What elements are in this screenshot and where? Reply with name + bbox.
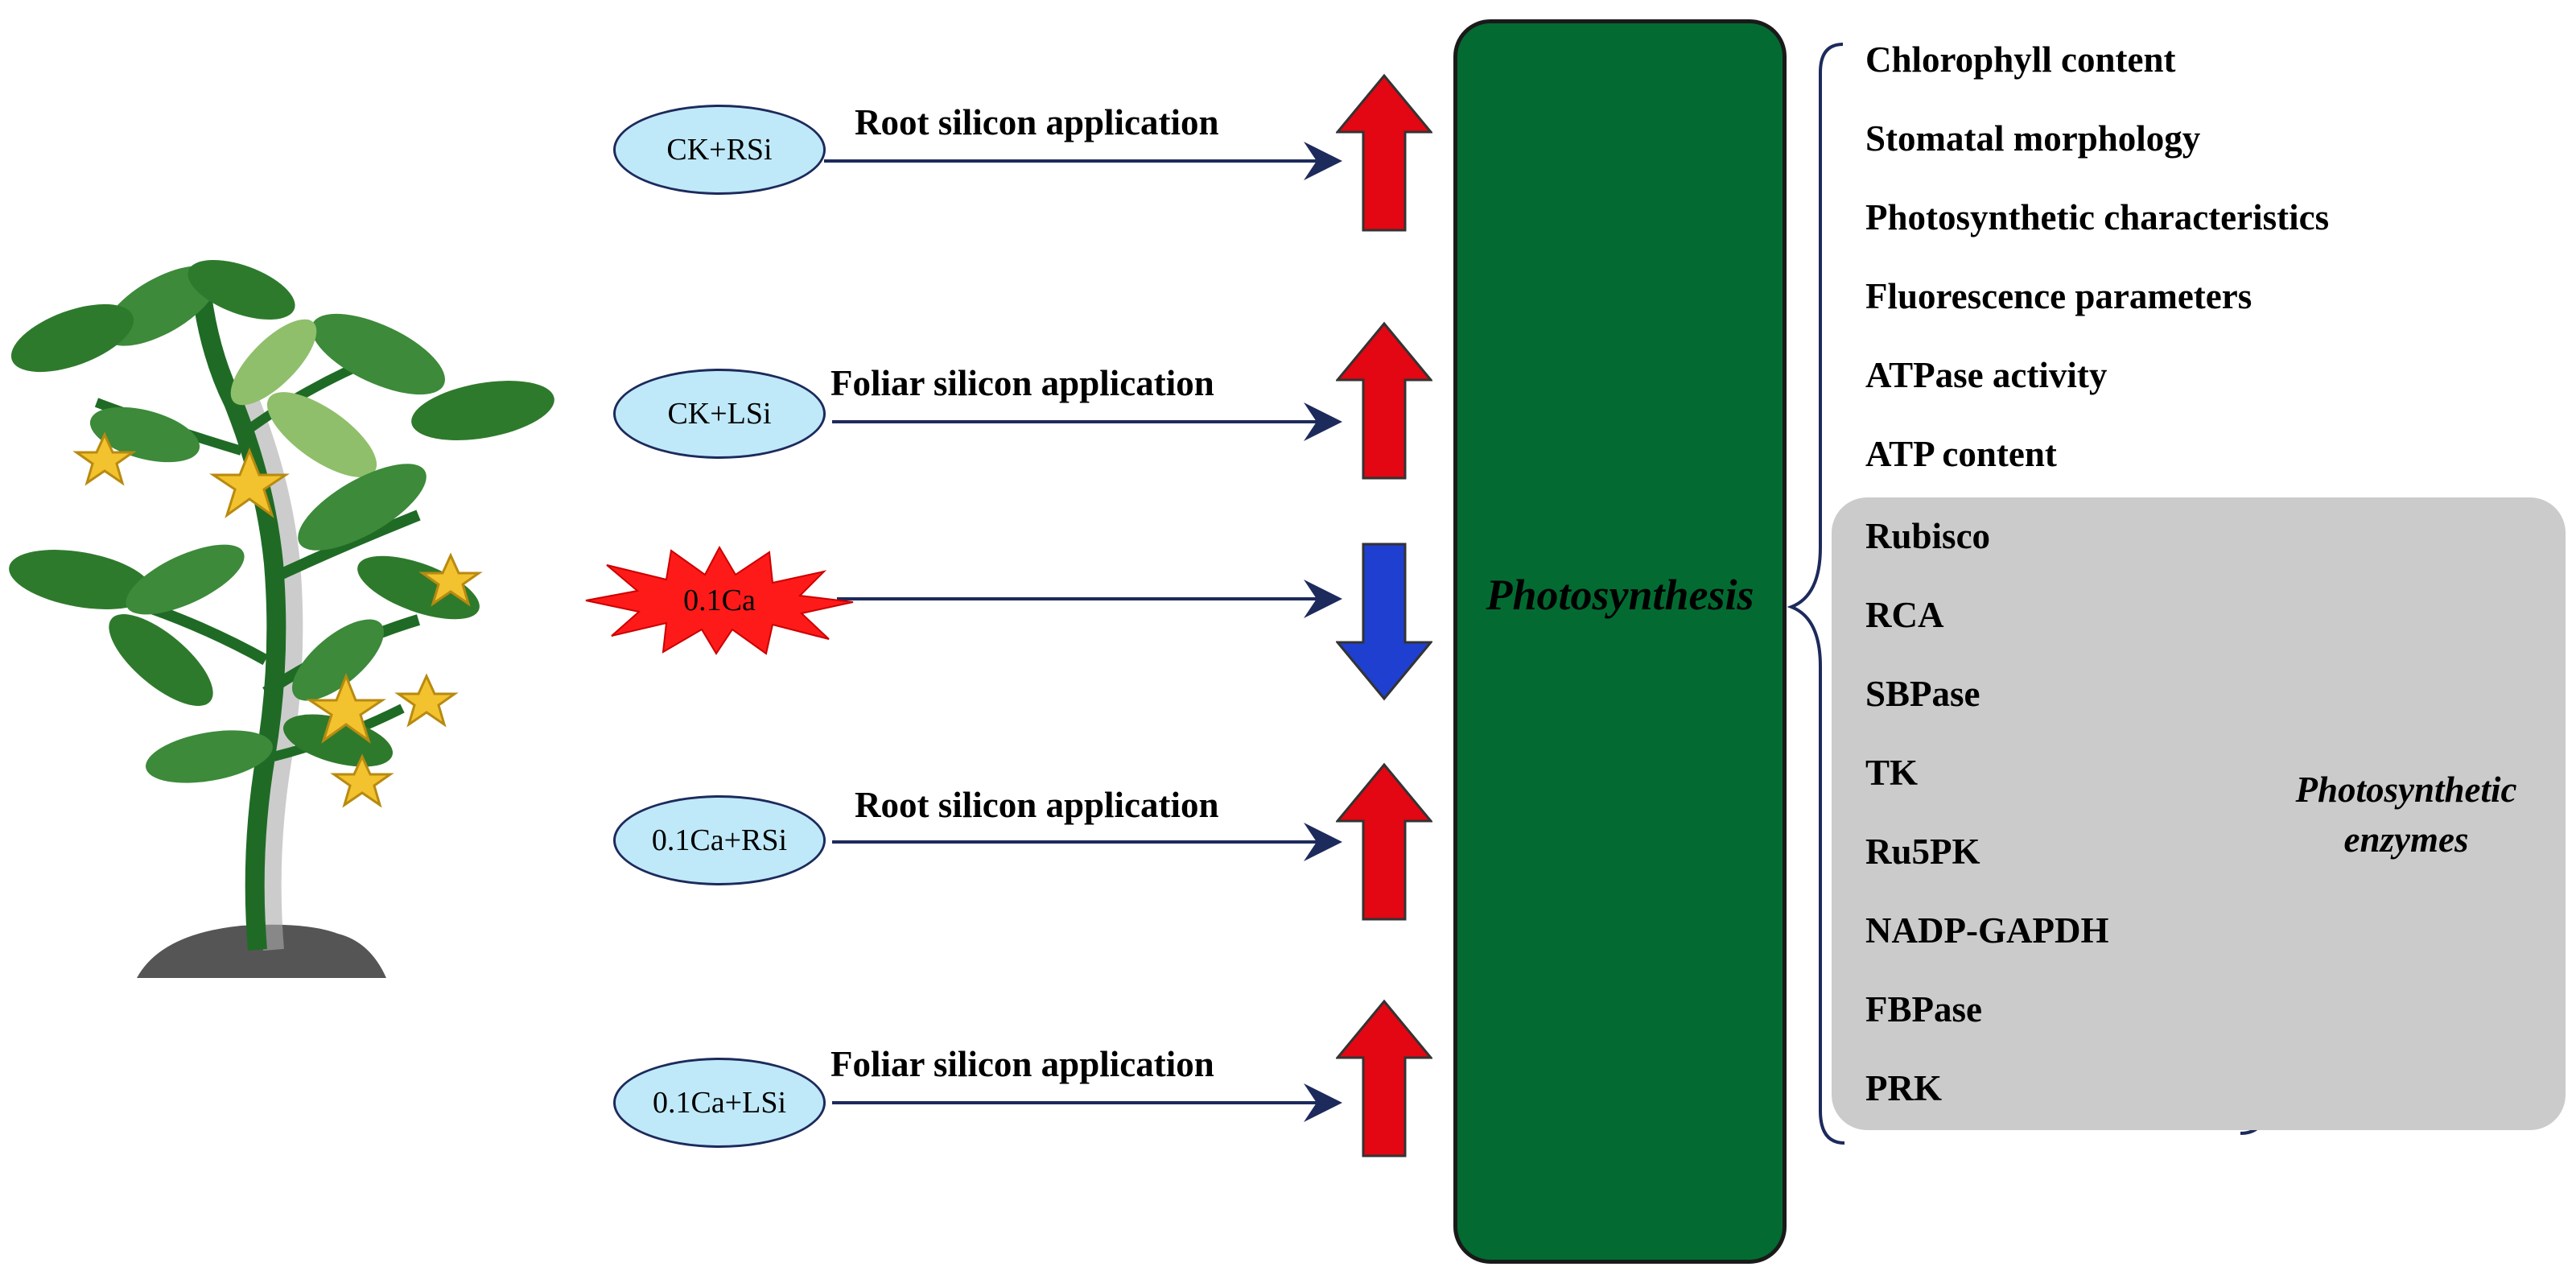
enzyme-item: Rubisco [1865,516,1991,556]
decrease-arrow-ca [1336,543,1432,701]
enzyme-item: SBPase [1865,674,1980,714]
treatment-node-ck-lsi: CK+LSi [613,369,826,459]
enzyme-panel [1832,497,2566,1130]
enzyme-item: RCA [1865,595,1944,635]
parameter-item: ATPase activity [1865,355,2108,395]
stress-burst-ca [585,545,854,655]
enzyme-item: PRK [1865,1068,1942,1108]
parameter-item: ATP content [1865,434,2057,474]
parameter-item: Chlorophyll content [1865,39,2176,80]
treatment-node-ca-rsi: 0.1Ca+RSi [613,795,826,885]
enzyme-item: FBPase [1865,989,1982,1029]
tomato-plant-illustration [9,260,554,978]
increase-arrow-ck-rsi [1336,73,1432,232]
parameter-item: Fluorescence parameters [1865,276,2252,316]
enzymes-title-line2: enzymes [2343,819,2469,860]
action-label-foliar-1: Foliar silicon application [831,363,1214,403]
enzymes-title-line1: Photosynthetic [2295,770,2517,810]
enzyme-item: Ru5PK [1865,831,1980,872]
leaves [9,260,554,783]
enzymes-title: Photosynthetic enzymes [2237,765,2575,864]
flowers [72,431,483,808]
photosynthesis-label: Photosynthesis [1486,571,1754,619]
increase-arrow-ca-lsi [1336,999,1432,1157]
action-label-root-1: Root silicon application [855,102,1219,142]
parameter-item: Stomatal morphology [1865,118,2201,159]
soil-mound [137,924,386,978]
action-label-foliar-2: Foliar silicon application [831,1044,1214,1084]
treatment-node-ca: 0.1Ca [683,584,756,617]
enzyme-item: TK [1865,753,1919,793]
increase-arrow-ck-lsi [1336,321,1432,480]
parameter-item: Photosynthetic characteristics [1865,197,2330,237]
parameters-brace [1787,43,1845,1145]
treatment-node-ca-lsi: 0.1Ca+LSi [613,1058,826,1148]
action-label-root-2: Root silicon application [855,785,1219,825]
enzyme-item: NADP-GAPDH [1865,910,2109,951]
treatment-node-ck-rsi: CK+RSi [613,105,826,195]
increase-arrow-ca-rsi [1336,762,1432,921]
photosynthesis-box [1453,19,1787,1264]
